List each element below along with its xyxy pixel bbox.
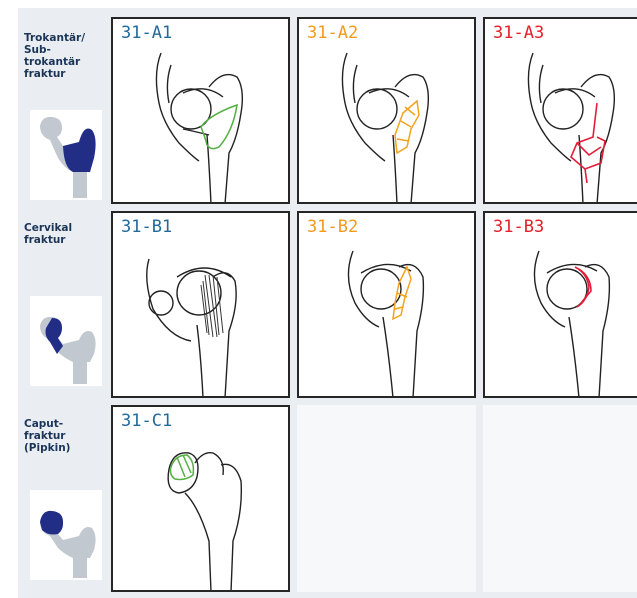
- row-label-line: Caput-: [24, 418, 104, 430]
- classification-sheet: Trokantär/ Sub- trokantär fraktur Cervik…: [18, 8, 637, 598]
- femur-fracture-diagram-icon: [485, 237, 637, 398]
- fracture-card-31-C1[interactable]: 31-C1: [111, 405, 290, 592]
- row-label-line: Trokantär/: [24, 32, 104, 44]
- row-label-trochanteric: Trokantär/ Sub- trokantär fraktur: [24, 32, 104, 80]
- row-label-head: Caput- fraktur (Pipkin): [24, 418, 104, 454]
- fracture-card-31-A2[interactable]: 31-A2: [297, 17, 476, 204]
- fracture-card-31-A3[interactable]: 31-A3: [483, 17, 637, 204]
- fracture-code-label: 31-A3: [493, 23, 544, 43]
- fracture-card-31-A1[interactable]: 31-A1: [111, 17, 290, 204]
- femur-fracture-diagram-icon: [113, 431, 288, 592]
- row-label-line: (Pipkin): [24, 442, 104, 454]
- fracture-card-31-B1[interactable]: 31-B1: [111, 211, 290, 398]
- fracture-code-label: 31-B3: [493, 217, 544, 237]
- fracture-card-31-B3[interactable]: 31-B3: [483, 211, 637, 398]
- femur-thumbnail-icon: [30, 490, 102, 580]
- femur-fracture-diagram-icon: [299, 237, 474, 398]
- row-label-line: Cervikal: [24, 222, 104, 234]
- row-label-line: Sub-: [24, 44, 104, 56]
- femur-fracture-diagram-icon: [485, 43, 637, 204]
- row-label-line: trokantär: [24, 56, 104, 68]
- row-label-cervical: Cervikal fraktur: [24, 222, 104, 246]
- empty-cell: [483, 405, 637, 592]
- femur-thumbnail-icon: [30, 110, 102, 200]
- row-label-line: fraktur: [24, 430, 104, 442]
- femur-fracture-diagram-icon: [299, 43, 474, 204]
- femur-fracture-diagram-icon: [113, 43, 288, 204]
- fracture-code-label: 31-A1: [121, 23, 172, 43]
- femur-region-thumbnail-cervical: [30, 296, 102, 386]
- empty-cell: [297, 405, 476, 592]
- femur-thumbnail-icon: [30, 296, 102, 386]
- fracture-code-label: 31-B1: [121, 217, 172, 237]
- fracture-code-label: 31-B2: [307, 217, 358, 237]
- fracture-code-label: 31-C1: [121, 411, 172, 431]
- row-label-line: fraktur: [24, 234, 104, 246]
- femur-region-thumbnail-head: [30, 490, 102, 580]
- row-label-line: fraktur: [24, 68, 104, 80]
- femur-region-thumbnail-trochanteric: [30, 110, 102, 200]
- fracture-card-31-B2[interactable]: 31-B2: [297, 211, 476, 398]
- fracture-code-label: 31-A2: [307, 23, 358, 43]
- femur-fracture-diagram-icon: [113, 237, 288, 398]
